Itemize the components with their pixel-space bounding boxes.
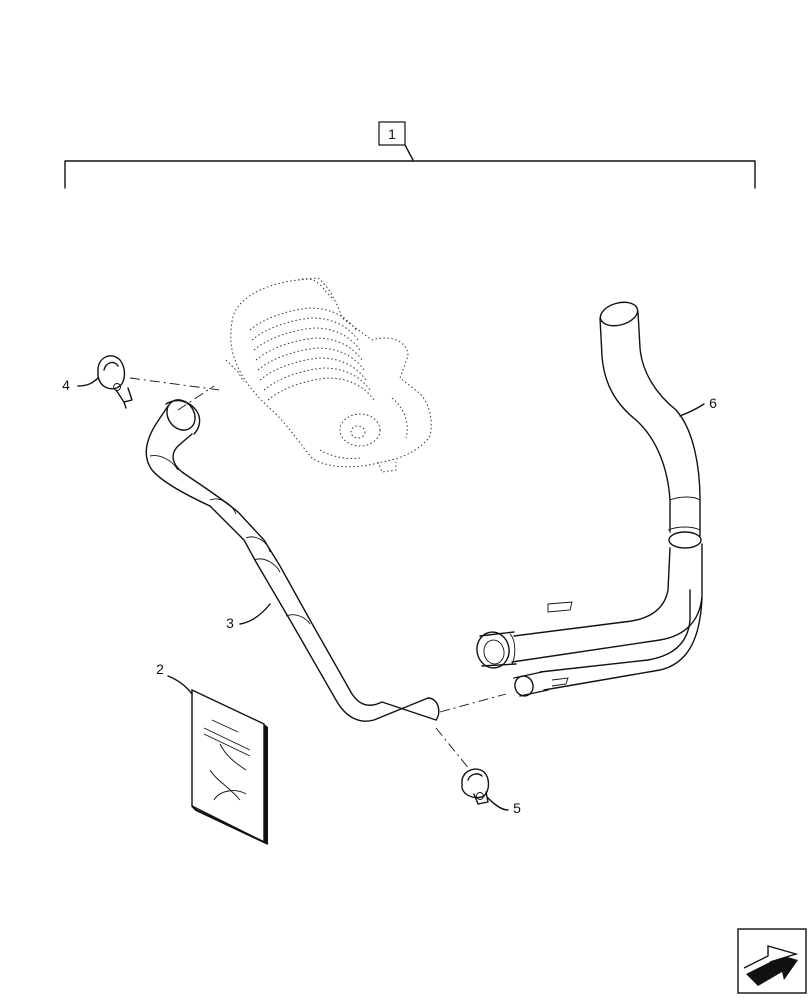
callout-5: 5 bbox=[513, 800, 521, 816]
next-page-arrow-icon[interactable] bbox=[737, 928, 807, 994]
callout-1: 1 bbox=[388, 126, 396, 142]
exhaust-pipe-front bbox=[145, 399, 440, 722]
exhaust-pipe-rear bbox=[476, 301, 703, 697]
hose-clamp-right bbox=[461, 768, 490, 805]
callout-4: 4 bbox=[62, 377, 70, 393]
callout-6: 6 bbox=[709, 395, 717, 411]
hose-clamp-left bbox=[97, 355, 133, 409]
callout-3: 3 bbox=[226, 615, 234, 631]
instruction-manual bbox=[191, 688, 269, 845]
air-cleaner-phantom bbox=[225, 277, 432, 473]
group-bracket: 1 bbox=[64, 121, 756, 189]
callout-2: 2 bbox=[156, 661, 164, 677]
